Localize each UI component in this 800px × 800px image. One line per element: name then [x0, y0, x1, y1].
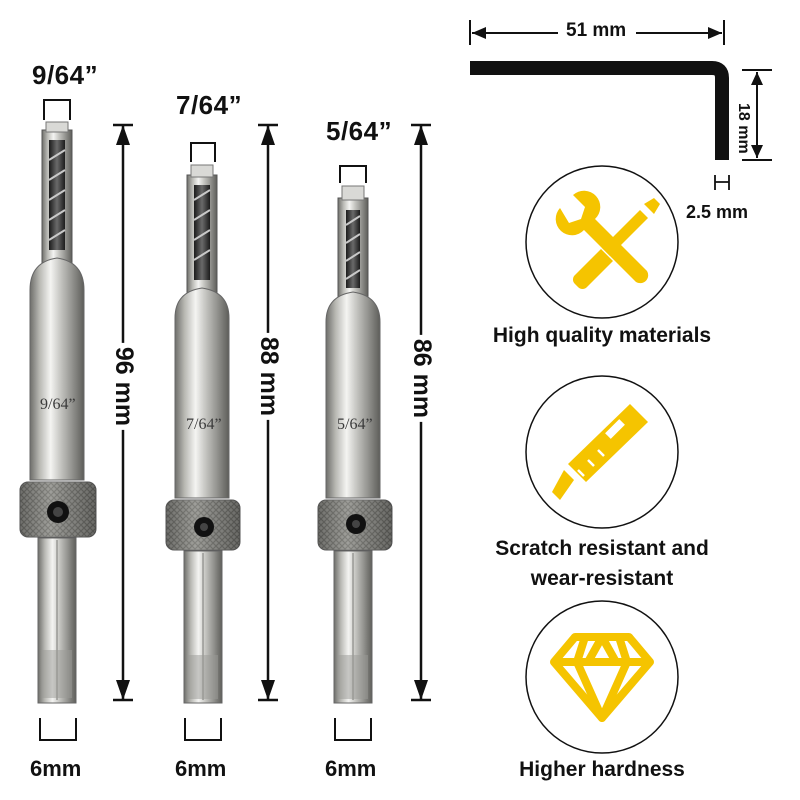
feature-2 — [525, 375, 679, 529]
bit-1-size-label: 9/64” — [32, 60, 99, 90]
bit-3-shank-label: 6mm — [325, 756, 377, 781]
hex-key — [469, 20, 772, 190]
drill-bit-1 — [19, 99, 133, 741]
hex-key-height-label: 18 mm — [735, 103, 752, 154]
hex-key-size-label: 2.5 mm — [686, 202, 749, 222]
drill-bit-3 — [317, 123, 431, 741]
bit-3-size-label: 5/64” — [326, 116, 393, 146]
feature-2-label-line2: wear-resistant — [530, 567, 674, 590]
bit-3-engraving: 5/64” — [337, 416, 373, 433]
hex-key-length-label: 51 mm — [566, 20, 627, 41]
bit-2-shank-label: 6mm — [175, 756, 227, 781]
feature-3 — [525, 600, 679, 754]
bit-3-length-label: 86 mm — [405, 334, 439, 423]
bit-2-length-label: 88 mm — [252, 332, 286, 421]
bit-2-engraving: 7/64” — [186, 416, 222, 433]
feature-circle-3 — [525, 600, 679, 754]
feature-2-label-line1: Scratch resistant and — [495, 537, 709, 560]
feature-3-label: Higher hardness — [519, 758, 685, 781]
bit-1-length-label: 96 mm — [107, 342, 141, 431]
bit-body-1 — [29, 257, 85, 481]
bit-1-shank-label: 6mm — [30, 756, 82, 781]
tools-icon — [555, 190, 660, 290]
bit-2-size-label: 7/64” — [176, 90, 243, 120]
bit-body-3 — [325, 291, 381, 499]
bit-body-2 — [174, 287, 230, 499]
hex-key-shape — [470, 61, 729, 160]
feature-1 — [525, 165, 679, 319]
bit-1-engraving: 9/64” — [40, 396, 76, 413]
diamond-icon — [550, 633, 654, 722]
utility-knife-icon — [552, 404, 648, 500]
drill-bit-2 — [165, 123, 278, 741]
feature-1-label: High quality materials — [492, 324, 712, 347]
